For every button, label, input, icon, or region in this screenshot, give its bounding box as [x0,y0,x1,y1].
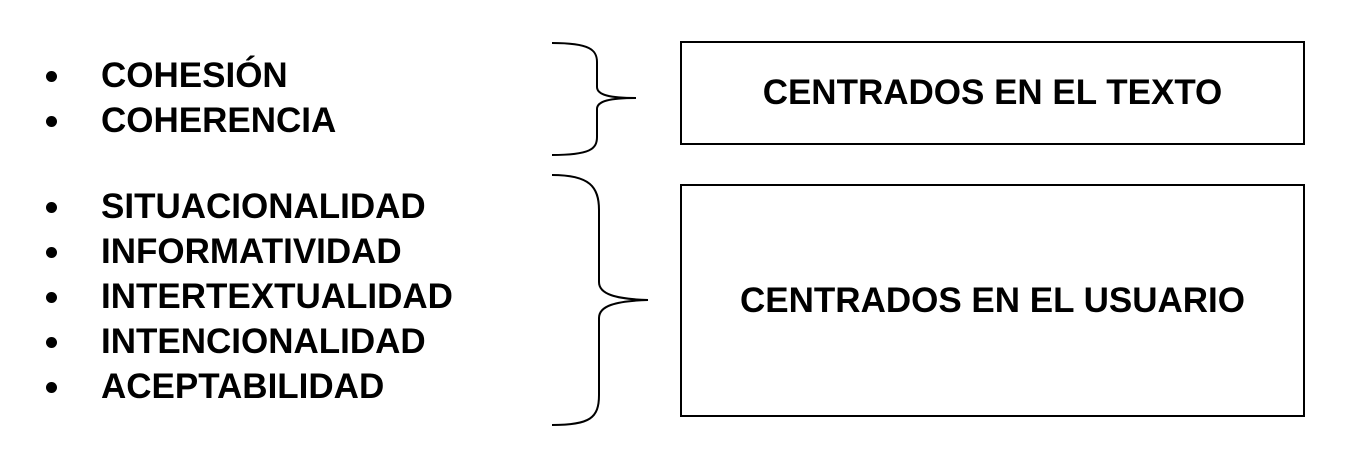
list-item: COHERENCIA [46,98,336,143]
list-item: COHESIÓN [46,53,336,98]
list-item: ACEPTABILIDAD [46,364,453,409]
user-centered-criteria-list: SITUACIONALIDAD INFORMATIVIDAD INTERTEXT… [46,184,453,409]
list-item: INTERTEXTUALIDAD [46,274,453,319]
bottom-curly-brace [551,174,649,426]
text-centered-box: CENTRADOS EN EL TEXTO [680,41,1305,145]
top-curly-brace [551,42,637,156]
list-item: SITUACIONALIDAD [46,184,453,229]
text-centered-label: CENTRADOS EN EL TEXTO [762,73,1223,112]
list-item: INTENCIONALIDAD [46,319,453,364]
list-item: INFORMATIVIDAD [46,229,453,274]
text-centered-criteria-list: COHESIÓN COHERENCIA [46,53,336,143]
user-centered-label: CENTRADOS EN EL USUARIO [740,280,1245,320]
user-centered-box: CENTRADOS EN EL USUARIO [680,184,1305,417]
